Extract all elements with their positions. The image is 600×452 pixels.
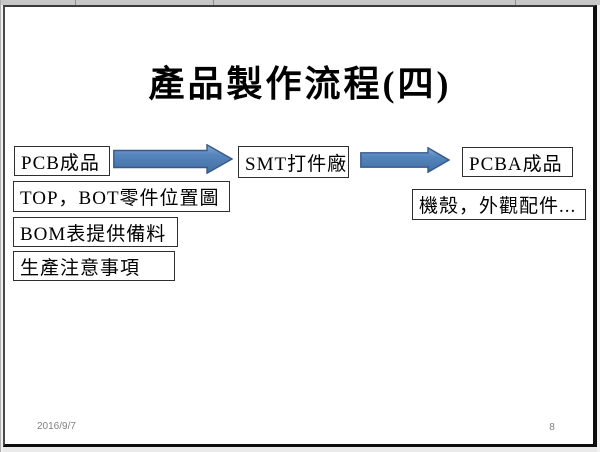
slide-date: 2016/9/7 [37,421,76,432]
top-strip-divider [75,0,76,5]
flow-node-pcba: PCBA成品 [462,147,573,177]
note-box-top-bot-layout: TOP，BOT零件位置圖 [13,181,230,212]
slide-title: 產品製作流程(四) [148,64,452,105]
left-edge-line [0,0,1,452]
note-bom-label: BOM表提供備料 [20,223,167,245]
note-box-bom: BOM表提供備料 [13,217,178,247]
top-strip-divider [213,0,214,5]
arrow-right-icon [113,144,233,174]
top-edge-strip [0,0,600,5]
note-box-case-accessories: 機殼，外觀配件... [412,189,586,220]
note-case-label: 機殼，外觀配件... [419,196,577,217]
slide-page-number: 8 [549,422,555,433]
arrow-right-icon [360,147,450,173]
note-top-bot-label: TOP，BOT零件位置圖 [20,188,220,209]
top-strip-divider [515,0,516,5]
note-production-label: 生產注意事項 [20,257,141,279]
bottom-edge-strip [3,447,597,452]
flow-node-pcb: PCB成品 [14,146,110,176]
flow-node-smt-label: SMT打件廠 [245,153,348,175]
flow-node-smt: SMT打件廠 [238,146,349,178]
note-box-production: 生產注意事項 [13,251,175,281]
flow-node-pcba-label: PCBA成品 [469,153,563,175]
flow-node-pcb-label: PCB成品 [21,152,100,174]
